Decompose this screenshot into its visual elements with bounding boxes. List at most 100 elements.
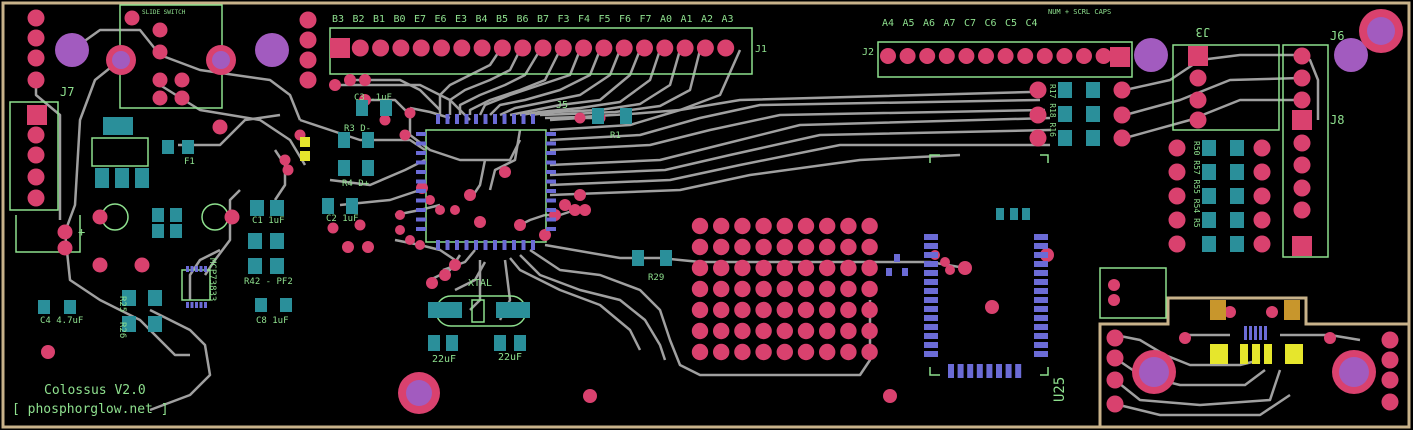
ic-pin — [1034, 306, 1048, 312]
label-c2: C2 1uF — [326, 214, 359, 224]
top-header-pin-label: B5 — [496, 14, 508, 25]
matrix-pad — [713, 301, 730, 319]
component-pad — [92, 209, 108, 225]
label-cap1: 22uF — [432, 354, 456, 365]
j8-pad — [1293, 134, 1311, 152]
header-j1-pad — [615, 39, 633, 57]
top-header-pin-label: E7 — [414, 14, 426, 25]
project-url: [ phosphorglow.net ] — [12, 402, 169, 417]
ic-pin — [521, 240, 526, 250]
ic-pin — [546, 227, 556, 231]
matrix-pad — [840, 259, 857, 277]
matrix-pad — [861, 301, 878, 319]
matrix-pad — [840, 217, 857, 235]
via-pad — [329, 79, 341, 91]
via-pad — [404, 107, 416, 119]
label-c3: C3 .1uF — [354, 93, 392, 103]
label-mcp: MCP73833 — [207, 258, 217, 301]
j8-pad — [1293, 179, 1311, 197]
left-edge-pad — [27, 9, 45, 27]
matrix-pad — [755, 217, 772, 235]
smd-pad — [64, 300, 76, 314]
right-header-pin-label: A4 — [882, 18, 894, 29]
matrix-pad — [691, 238, 709, 256]
via-pad — [359, 74, 371, 86]
smd-pad — [152, 208, 164, 222]
resistor-pad — [1029, 81, 1047, 99]
component-pad — [57, 240, 73, 256]
label-cap2: 22uF — [498, 352, 522, 363]
usb-pin-pad — [1106, 329, 1124, 347]
ic-pin — [1034, 315, 1048, 321]
via-pad — [940, 257, 950, 267]
j7-pad — [27, 126, 45, 144]
matrix-pad — [840, 301, 857, 319]
header-j1-pad — [473, 39, 491, 57]
resistor-pad — [1253, 211, 1271, 229]
ic-pin — [483, 114, 488, 124]
via-pad — [425, 195, 435, 205]
matrix-pad — [819, 259, 836, 277]
ic-pin — [924, 297, 938, 303]
usb-pin-pad — [1381, 371, 1399, 389]
smd-pad — [1202, 140, 1216, 156]
smd-pad — [1230, 236, 1244, 252]
matrix-pad — [819, 217, 836, 235]
matrix-pad — [734, 280, 751, 298]
smd-pad — [170, 224, 182, 238]
header-j1-pad — [392, 39, 410, 57]
ic-pin — [924, 288, 938, 294]
matrix-pad — [861, 322, 878, 340]
resistor-pad — [1029, 129, 1047, 147]
matrix-pad — [819, 322, 836, 340]
ic-pin — [924, 342, 938, 348]
smd-pad — [270, 200, 284, 216]
misc-pad — [985, 300, 999, 314]
smd-pad — [620, 108, 632, 124]
via-pad — [399, 129, 411, 141]
via-pad — [279, 154, 291, 166]
switch-pad — [124, 10, 140, 26]
ic-pin — [546, 208, 556, 212]
resistor-pad — [1168, 235, 1186, 253]
ic-pin — [436, 240, 440, 250]
ic-pin — [1015, 364, 1022, 378]
top-header-pin-label: B3 — [332, 14, 344, 25]
smd-pad — [1202, 164, 1216, 180]
ic-pin — [204, 302, 207, 308]
label-f1: F1 — [184, 157, 195, 167]
matrix-pad — [713, 238, 730, 256]
matrix-pad — [755, 280, 772, 298]
usb-shield-pads — [1210, 300, 1300, 320]
top-header-pin-label: A0 — [660, 14, 672, 25]
smd-pad — [380, 100, 392, 116]
ic-pin — [502, 240, 507, 250]
top-header-pin-label: B4 — [476, 14, 488, 25]
matrix-pad — [713, 280, 730, 298]
polarity-plus: + — [78, 225, 85, 239]
matrix-pad — [797, 238, 815, 256]
ic-pin — [493, 114, 497, 124]
crystal-body — [471, 299, 485, 323]
smd-pad — [1202, 188, 1216, 204]
top-header-pin-label: A1 — [681, 14, 693, 25]
label-j5: J5 — [556, 100, 568, 111]
smd-pad — [1058, 130, 1072, 146]
slide-switch-label: SLIDE SWITCH — [142, 9, 186, 16]
ic-pin — [512, 240, 516, 250]
smd-pad — [270, 258, 284, 274]
ic-pin — [1034, 243, 1048, 249]
smd-pad — [148, 316, 162, 332]
ic-pin — [924, 333, 938, 339]
smd-pad — [280, 298, 292, 312]
via-pad — [945, 265, 955, 275]
left-edge-pad — [27, 71, 45, 89]
matrix-pad — [691, 259, 709, 277]
header-j2-pad — [899, 48, 916, 64]
resistor-pad — [1253, 163, 1271, 181]
matrix-pad — [755, 322, 772, 340]
via-pad — [362, 241, 374, 253]
smd-pad — [170, 208, 182, 222]
switch-pad — [174, 72, 190, 88]
matrix-pad — [776, 238, 793, 256]
